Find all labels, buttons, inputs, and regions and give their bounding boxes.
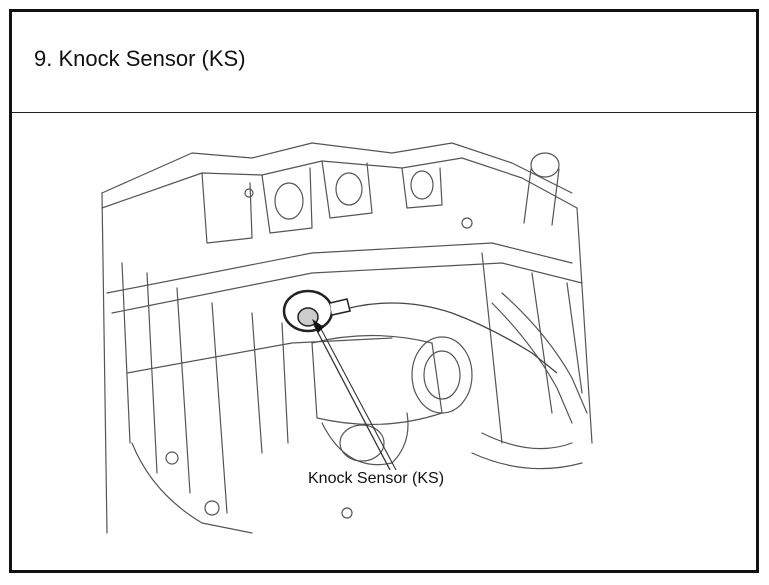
knock-sensor-label: Knock Sensor (KS)	[306, 470, 447, 488]
page-title: 9. Knock Sensor (KS)	[34, 46, 246, 71]
sensor-wire	[331, 302, 558, 374]
engine-line-drawing	[101, 142, 593, 534]
knock-sensor	[282, 289, 351, 333]
engine-illustration: Knock Sensor (KS)	[12, 113, 756, 570]
section-header: 9. Knock Sensor (KS)	[12, 12, 756, 113]
document-frame: 9. Knock Sensor (KS)	[9, 9, 759, 573]
callout-leader	[312, 319, 397, 471]
engine-block-outline	[101, 142, 593, 534]
